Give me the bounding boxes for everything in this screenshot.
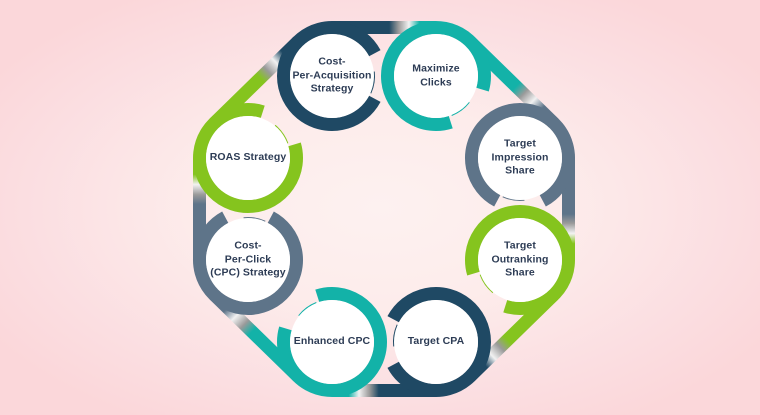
node-ring-roas-strategy: [193, 103, 303, 213]
node-ring-target-impression-share: [465, 103, 575, 207]
node-ring-target-outranking-share: [465, 205, 575, 315]
node-circle-roas-strategy: [206, 116, 290, 200]
node-circle-target-cpa: [394, 300, 478, 384]
node-circle-target-impression-share: [478, 116, 562, 200]
node-ring-target-cpa: [387, 287, 491, 397]
node-ring-cost-per-acquisition-strategy: [277, 21, 381, 131]
node-circle-cost-per-acquisition-strategy: [290, 34, 374, 118]
node-ring-maximize-clicks: [381, 21, 491, 131]
node-circle-enhanced-cpc: [290, 300, 374, 384]
node-circle-cost-per-click-cpc-strategy: [206, 218, 290, 302]
node-circle-maximize-clicks: [394, 34, 478, 118]
node-ring-enhanced-cpc: [277, 287, 387, 397]
node-ring-cost-per-click-cpc-strategy: [193, 211, 303, 315]
node-circle-target-outranking-share: [478, 218, 562, 302]
